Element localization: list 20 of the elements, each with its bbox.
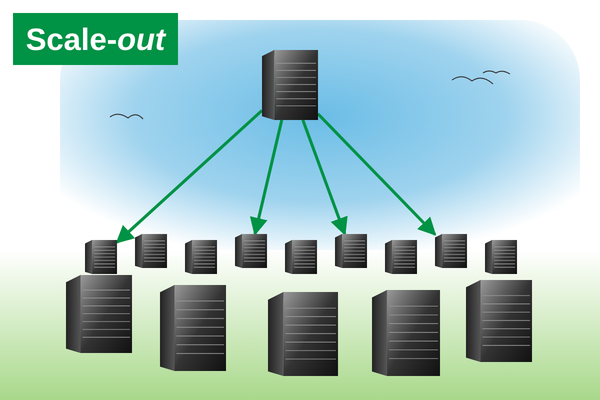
server-drawing bbox=[135, 234, 167, 268]
server-drawing bbox=[262, 50, 318, 120]
arrow bbox=[316, 112, 436, 236]
server-drawing bbox=[185, 240, 217, 274]
server-drawing bbox=[235, 234, 267, 268]
arrow bbox=[250, 120, 284, 236]
server-drawing bbox=[372, 290, 440, 376]
server-drawing bbox=[66, 275, 132, 353]
title-banner: Scale-out bbox=[13, 13, 178, 65]
arrow bbox=[116, 109, 264, 244]
server-drawing bbox=[268, 292, 338, 376]
server-drawing bbox=[485, 240, 517, 274]
server-drawing bbox=[335, 234, 367, 268]
server-drawing bbox=[160, 285, 226, 371]
arrow bbox=[301, 119, 348, 236]
server-drawing bbox=[285, 240, 317, 274]
server-drawing bbox=[85, 240, 117, 274]
server-drawing bbox=[435, 234, 467, 268]
server-drawing bbox=[385, 240, 417, 274]
server-drawing bbox=[466, 280, 532, 362]
